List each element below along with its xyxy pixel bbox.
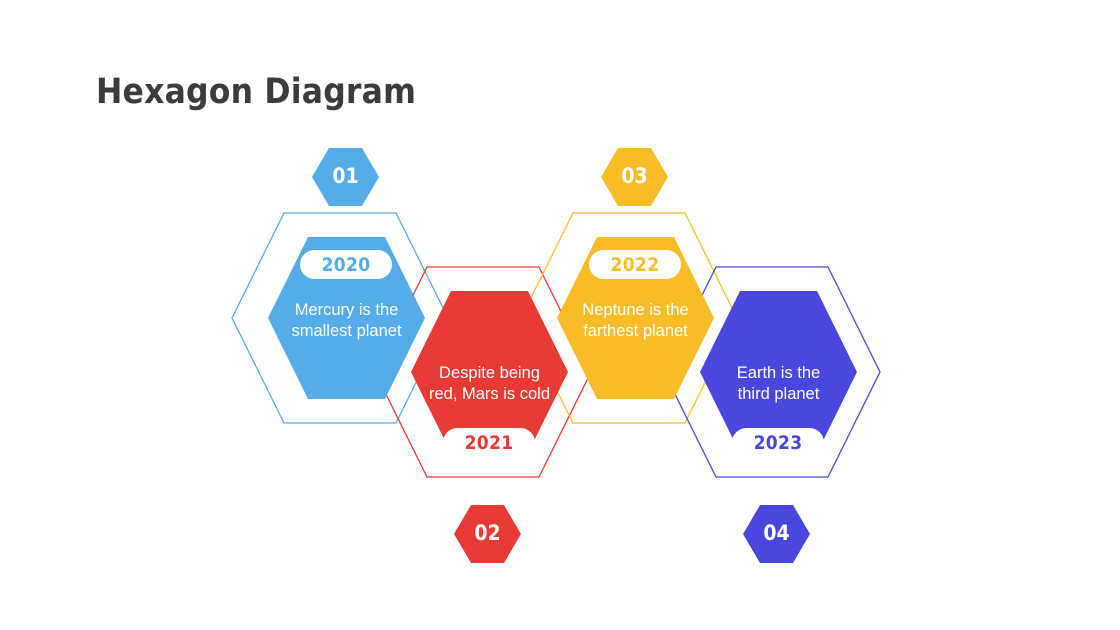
- year-pill-04[interactable]: 2023: [732, 428, 824, 457]
- year-pill-02[interactable]: 2021: [443, 428, 535, 457]
- badge-hexagon-02[interactable]: [454, 505, 521, 563]
- page-title: Hexagon Diagram: [96, 72, 417, 112]
- year-pill-01[interactable]: 2020: [300, 250, 392, 279]
- hexagon-step-04[interactable]: [700, 291, 857, 453]
- year-pill-label-04: 2023: [753, 431, 803, 454]
- hexagon-step-02[interactable]: [411, 291, 568, 453]
- year-pill-03[interactable]: 2022: [589, 250, 681, 279]
- badge-hexagon-01[interactable]: [312, 148, 379, 206]
- outline-hexagon-04: [663, 266, 881, 478]
- badge-hexagons: [312, 148, 810, 563]
- badge-hexagon-04[interactable]: [743, 505, 810, 563]
- solid-hexagons: [268, 237, 857, 453]
- badge-hexagon-03[interactable]: [601, 148, 668, 206]
- year-pill-label-02: 2021: [464, 431, 514, 454]
- year-pill-label-01: 2020: [321, 253, 371, 276]
- year-pill-label-03: 2022: [610, 253, 660, 276]
